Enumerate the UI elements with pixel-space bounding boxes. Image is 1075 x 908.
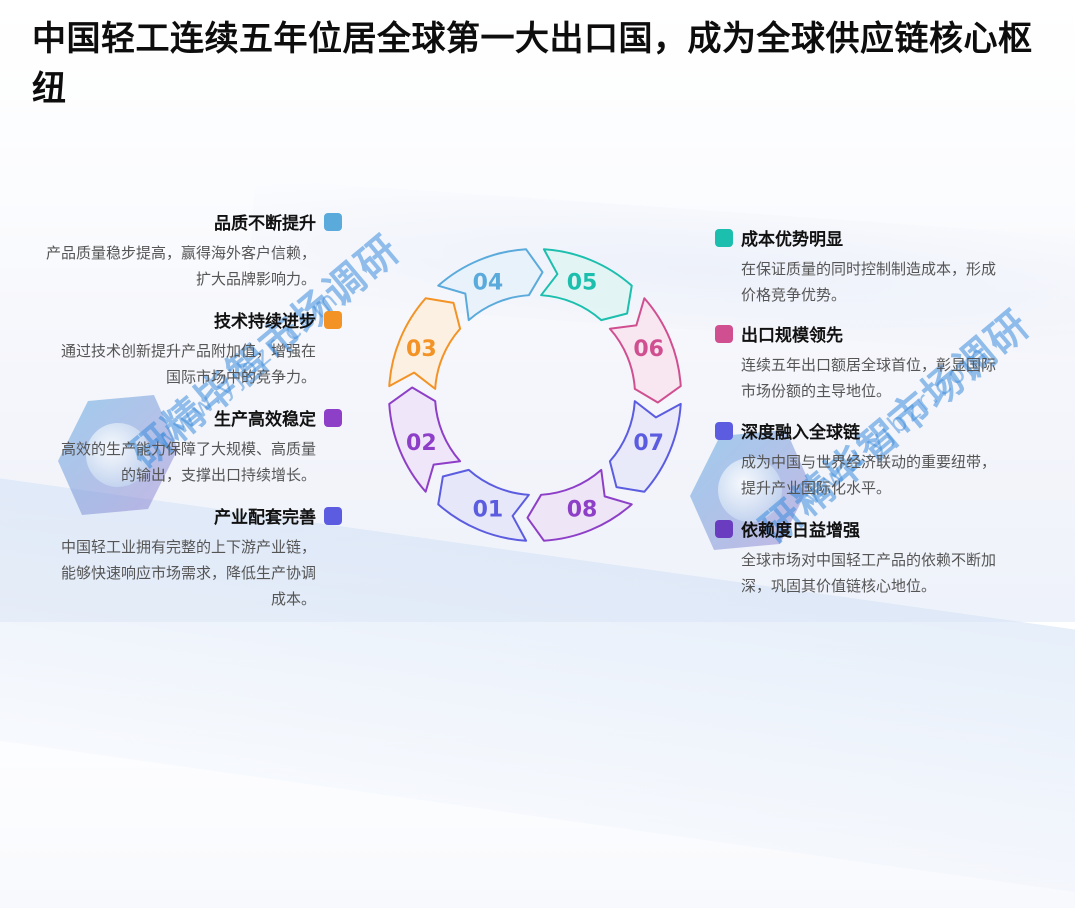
cycle-ring-diagram: 01 02 03 04 05 06 07 08 (388, 248, 682, 542)
arrow-segment-shape (388, 386, 462, 493)
right-item-dependence: 依赖度日益增强 全球市场对中国轻工产品的依赖不断加深，巩固其价值链核心地位。 (715, 516, 1035, 599)
arrow-segment-shape (608, 400, 682, 493)
item-heading: 品质不断提升 (214, 214, 316, 234)
item-heading: 产业配套完善 (214, 508, 316, 528)
ring-segment-05: 05 (540, 248, 633, 322)
square-marker-icon (324, 506, 342, 525)
square-marker-icon (324, 212, 342, 231)
left-item-quality: 品质不断提升 产品质量稳步提高，赢得海外客户信赖，扩大品牌影响力。 (22, 209, 342, 292)
arrow-segment-shape (437, 468, 530, 542)
right-item-global-chain: 深度融入全球链 成为中国与世界经济联动的重要纽带，提升产业国际化水平。 (715, 418, 1035, 501)
segment-number-label: 08 (567, 498, 598, 523)
segment-number-label: 07 (633, 431, 664, 456)
left-item-industry-chain: 产业配套完善 中国轻工业拥有完整的上下游产业链，能够快速响应市场需求，降低生产协… (22, 503, 342, 612)
ring-segment-01: 01 (437, 468, 530, 542)
item-description: 产品质量稳步提高，赢得海外客户信赖，扩大品牌影响力。 (45, 244, 316, 288)
segment-number-label: 01 (473, 498, 504, 523)
right-item-export-scale: 出口规模领先 连续五年出口额居全球首位，彰显国际市场份额的主导地位。 (715, 321, 1035, 404)
ring-segment-08: 08 (526, 468, 633, 542)
item-heading: 依赖度日益增强 (741, 521, 860, 541)
arrow-segment-shape (526, 468, 633, 542)
square-marker-icon (324, 408, 342, 427)
ring-segment-06: 06 (608, 297, 682, 404)
segment-number-label: 02 (406, 431, 437, 456)
right-item-cost: 成本优势明显 在保证质量的同时控制制造成本，形成价格竞争优势。 (715, 225, 1035, 308)
segment-number-label: 06 (633, 337, 664, 362)
segment-number-label: 04 (473, 270, 504, 295)
item-description: 在保证质量的同时控制制造成本，形成价格竞争优势。 (741, 260, 997, 304)
square-marker-icon (715, 421, 733, 440)
ring-segment-03: 03 (388, 297, 462, 390)
item-heading: 生产高效稳定 (214, 410, 316, 430)
arrow-segment-shape (388, 297, 462, 390)
square-marker-icon (715, 228, 733, 247)
item-heading: 深度融入全球链 (741, 423, 860, 443)
square-marker-icon (715, 324, 733, 343)
ring-segment-07: 07 (608, 400, 682, 493)
item-heading: 技术持续进步 (214, 312, 316, 332)
item-heading: 出口规模领先 (741, 326, 843, 346)
item-description: 成为中国与世界经济联动的重要纽带，提升产业国际化水平。 (741, 453, 997, 497)
item-description: 通过技术创新提升产品附加值，增强在国际市场中的竞争力。 (60, 342, 316, 386)
square-marker-icon (715, 519, 733, 538)
square-marker-icon (324, 310, 342, 329)
item-heading: 成本优势明显 (741, 230, 843, 250)
arrow-segment-shape (540, 248, 633, 322)
segment-number-label: 05 (567, 270, 598, 295)
item-description: 连续五年出口额居全球首位，彰显国际市场份额的主导地位。 (741, 356, 997, 400)
ring-segment-02: 02 (388, 386, 462, 493)
item-description: 全球市场对中国轻工产品的依赖不断加深，巩固其价值链核心地位。 (741, 551, 997, 595)
item-description: 高效的生产能力保障了大规模、高质量的输出，支撑出口持续增长。 (60, 440, 316, 484)
item-description: 中国轻工业拥有完整的上下游产业链，能够快速响应市场需求，降低生产协调成本。 (60, 538, 316, 608)
left-item-technology: 技术持续进步 通过技术创新提升产品附加值，增强在国际市场中的竞争力。 (22, 307, 342, 390)
left-item-production: 生产高效稳定 高效的生产能力保障了大规模、高质量的输出，支撑出口持续增长。 (22, 405, 342, 488)
segment-number-label: 03 (406, 337, 437, 362)
arrow-segment-shape (437, 248, 544, 322)
ring-segment-04: 04 (437, 248, 544, 322)
page-title: 中国轻工连续五年位居全球第一大出口国，成为全球供应链核心枢纽 (32, 19, 1033, 109)
arrow-segment-shape (608, 297, 682, 404)
